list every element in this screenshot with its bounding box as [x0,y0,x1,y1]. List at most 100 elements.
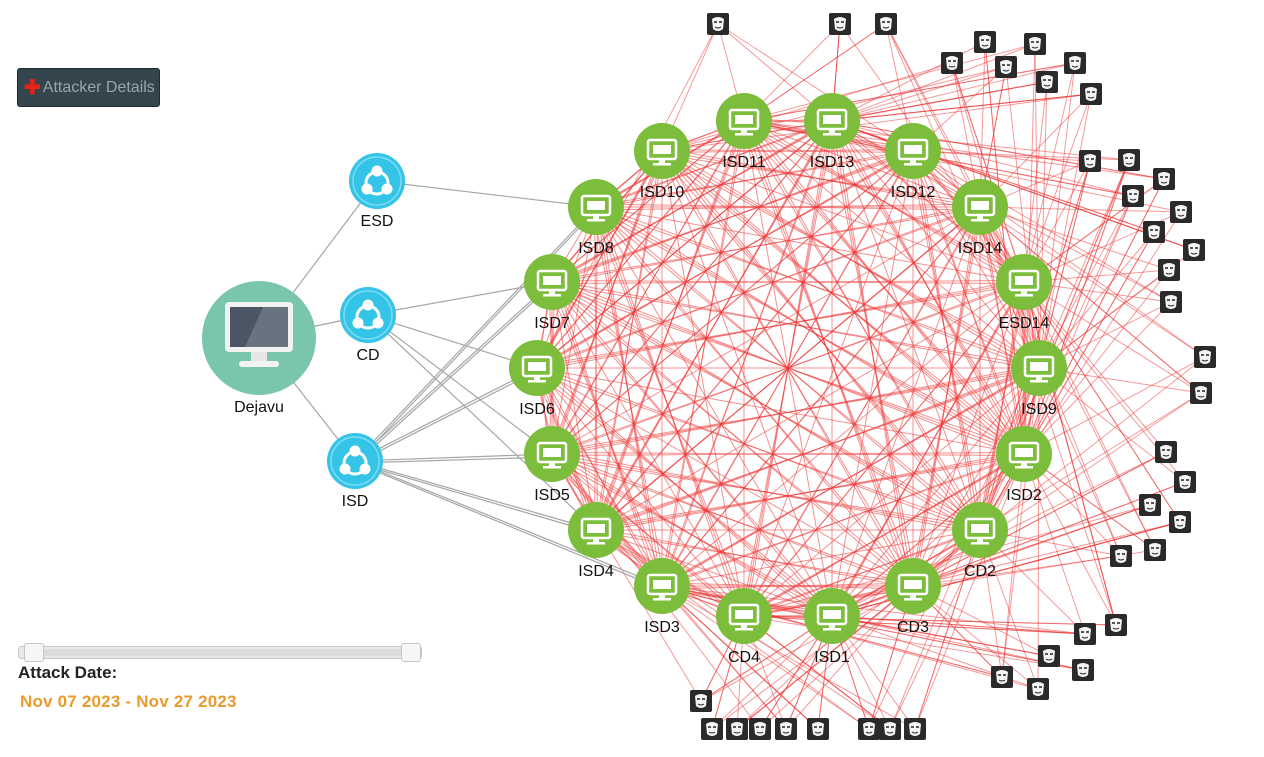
internal-node-isd6[interactable]: ISD6 [509,340,565,418]
internal-node-isd11[interactable]: ISD11 [716,93,772,171]
attacker-node[interactable] [1079,150,1101,172]
attack-edge [979,206,1170,271]
attacker-node[interactable] [1174,471,1196,493]
grouping-edge [355,462,663,590]
internal-node-isd12[interactable]: ISD12 [885,123,941,201]
attack-edge [594,149,664,532]
attacker-node[interactable] [875,13,897,35]
attacker-node[interactable] [1038,645,1060,667]
internal-node-isd9[interactable]: ISD9 [1011,340,1067,418]
grouping-edge [354,206,597,462]
internal-node-cd2[interactable]: CD2 [952,502,1008,580]
attacker-node[interactable] [1074,623,1096,645]
attack-edge [742,280,1026,618]
internal-node-isd8[interactable]: ISD8 [568,179,624,257]
attacker-node[interactable] [991,666,1013,688]
attacker-node[interactable] [749,718,771,740]
anonymous-mask-icon [701,718,723,740]
attacker-node[interactable] [1194,346,1216,368]
attacker-node[interactable] [1170,201,1192,223]
internal-node-cd4[interactable]: CD4 [716,588,772,666]
attacker-node[interactable] [995,56,1017,78]
attack-edge [912,521,1181,587]
attacker-node[interactable] [1183,239,1205,261]
attack-edge [664,147,1022,458]
internal-node-isd10[interactable]: ISD10 [634,123,690,201]
attacker-node[interactable] [775,718,797,740]
attacker-node[interactable] [1122,185,1144,207]
attack-edge [538,366,979,532]
attacker-node[interactable] [1024,33,1046,55]
attack-edge [742,528,982,618]
attack-edge [553,280,912,588]
attacker-node[interactable] [1110,545,1132,567]
internal-node-isd3[interactable]: ISD3 [634,558,690,636]
attack-edge [912,451,1167,587]
attacker-node[interactable] [1118,149,1140,171]
attacker-node[interactable] [1105,614,1127,636]
attack-edge [914,529,981,730]
attacker-node[interactable] [807,718,829,740]
anonymous-mask-icon [1036,71,1058,93]
attack-edge [828,278,1028,620]
group-node-cd[interactable]: CD [340,287,396,364]
attacker-node[interactable] [1144,539,1166,561]
internal-node-isd5[interactable]: ISD5 [524,426,580,504]
attacker-node[interactable] [1072,659,1094,681]
attacker-node[interactable] [879,718,901,740]
attacker-node[interactable] [1155,441,1177,463]
attacker-node[interactable] [941,52,963,74]
attack-edge [660,119,746,588]
attack-edge [915,147,978,534]
attack-edge [550,119,746,456]
node-label: ISD1 [814,649,850,666]
grouping-edge [367,281,553,316]
attack-edge [539,364,830,620]
attack-edge [553,452,912,588]
internal-node-isd4[interactable]: ISD4 [568,502,624,580]
attacker-node[interactable] [690,690,712,712]
anonymous-mask-icon [974,31,996,53]
slider-end-handle[interactable] [401,643,421,662]
attacker-node[interactable] [1160,291,1182,313]
desktop-monitor-icon [728,603,760,631]
attacker-node[interactable] [1064,52,1086,74]
group-node-esd[interactable]: ESD [349,153,405,230]
attacker-node[interactable] [1158,259,1180,281]
attacker-node[interactable] [701,718,723,740]
anonymous-mask-icon [1169,511,1191,533]
internal-node-isd13[interactable]: ISD13 [804,93,860,171]
anonymous-mask-icon [1024,33,1046,55]
internal-node-isd7[interactable]: ISD7 [524,254,580,332]
attack-date-slider[interactable] [18,643,422,662]
attack-edge [912,150,1172,303]
attacker-node[interactable] [904,718,926,740]
internal-node-cd3[interactable]: CD3 [885,558,941,636]
internal-node-isd1[interactable]: ISD1 [804,588,860,666]
attacker-node[interactable] [1139,494,1161,516]
attacker-node[interactable] [726,718,748,740]
node-label: ISD13 [810,154,855,171]
attacker-node[interactable] [1036,71,1058,93]
attack-edge [831,93,1092,122]
slider-start-handle[interactable] [24,643,44,662]
attacker-node[interactable] [1027,678,1049,700]
attacker-node[interactable] [1080,83,1102,105]
attacker-node[interactable] [1153,168,1175,190]
attacker-details-button[interactable]: ✚ Attacker Details [17,68,160,107]
attacker-node[interactable] [829,13,851,35]
internal-node-esd14[interactable]: ESD14 [996,254,1052,332]
attacker-node[interactable] [1190,382,1212,404]
attacker-node[interactable] [974,31,996,53]
attacker-node[interactable] [1143,221,1165,243]
group-node-isd[interactable]: ISD [327,433,383,510]
internal-node-isd2[interactable]: ISD2 [996,426,1052,504]
attack-edge [661,281,1025,587]
attacker-node[interactable] [1169,511,1191,533]
root-node-dejavu[interactable]: Dejavu [202,281,316,416]
attacker-node[interactable] [707,13,729,35]
attacker-node[interactable] [858,718,880,740]
attack-edge [740,450,1028,620]
internal-node-isd14[interactable]: ISD14 [952,179,1008,257]
